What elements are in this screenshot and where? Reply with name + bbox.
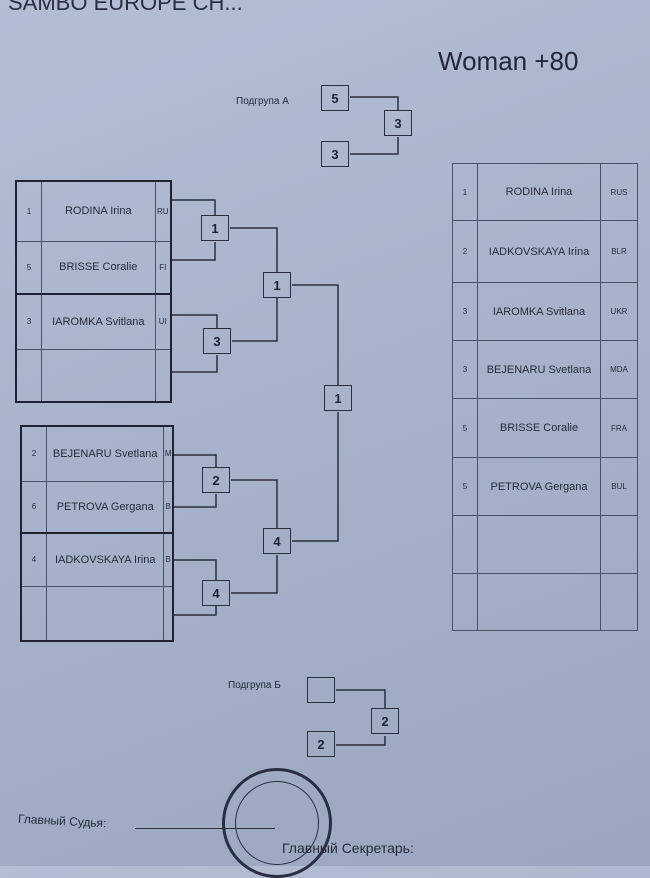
- athlete-name: IAROMKA Svitlana: [41, 293, 156, 350]
- country: [600, 573, 638, 631]
- country: BLR: [600, 220, 638, 283]
- athlete-name: [477, 515, 601, 574]
- athlete-name: RODINA Irina: [477, 163, 601, 221]
- country: B: [163, 480, 174, 534]
- athlete-name: BEJENARU Svetlana: [477, 340, 601, 399]
- place: 3: [452, 282, 478, 341]
- seed: 3: [15, 293, 42, 350]
- subgroup-a-top: 5: [321, 85, 349, 111]
- athlete-name: IADKOVSKAYA Irina: [45, 532, 165, 587]
- athlete-name: RODINA Irina: [41, 180, 156, 242]
- place: [452, 573, 478, 631]
- place: 2: [452, 220, 478, 283]
- athlete-name: BEJENARU Svetlana: [45, 425, 165, 482]
- place: 1: [452, 163, 478, 221]
- bout-winner: 4: [263, 528, 291, 554]
- subgroup-b-winner: 2: [371, 708, 399, 734]
- country: BUL: [600, 457, 638, 516]
- draw-row: [15, 348, 172, 403]
- final-winner: 1: [324, 385, 352, 411]
- country: [600, 515, 638, 574]
- bout-winner: 2: [202, 467, 230, 493]
- seed: 1: [15, 180, 42, 242]
- federation-stamp: [222, 768, 332, 878]
- athlete-name: [41, 348, 156, 403]
- chief-secretary-label: Главный Секретарь:: [282, 840, 414, 856]
- athlete-name: PETROVA Gergana: [477, 457, 601, 516]
- bout-winner: 4: [202, 580, 230, 606]
- draw-row: [20, 585, 174, 642]
- country: FRA: [600, 398, 638, 458]
- subgroup-a-label: Подгрупа А: [236, 96, 289, 107]
- athlete-name: PETROVA Gergana: [45, 480, 165, 534]
- results-row: [452, 573, 638, 631]
- seed: 2: [20, 425, 47, 482]
- country: [163, 585, 174, 642]
- country: FI: [154, 240, 172, 295]
- chief-judge-signature-line: [135, 828, 275, 829]
- athlete-name: IAROMKA Svitlana: [477, 282, 601, 341]
- seed: 6: [20, 480, 47, 534]
- country: RUS: [600, 163, 638, 221]
- seed: [20, 585, 47, 642]
- athlete-name: [45, 585, 165, 642]
- results-row: [452, 515, 638, 574]
- seed: 4: [20, 532, 47, 587]
- bout-winner: 1: [201, 215, 229, 241]
- country: UKR: [600, 282, 638, 341]
- athlete-name: BRISSE Coralie: [41, 240, 156, 295]
- bout-winner: 3: [203, 328, 231, 354]
- subgroup-b-bottom: 2: [307, 731, 335, 757]
- country: M: [163, 425, 174, 482]
- country: [154, 348, 172, 403]
- seed: 5: [15, 240, 42, 295]
- place: 5: [452, 398, 478, 458]
- place: [452, 515, 478, 574]
- subgroup-a-bottom: 3: [321, 141, 349, 167]
- country: MDA: [600, 340, 638, 399]
- subgroup-b-label: Подгрупа Б: [228, 680, 281, 691]
- subgroup-b-top: [307, 677, 335, 703]
- seed: [15, 348, 42, 403]
- country: B: [163, 532, 174, 587]
- weight-category: Woman +80: [438, 46, 579, 76]
- document-title: SAMBO EUROPE CH...: [8, 0, 243, 15]
- athlete-name: IADKOVSKAYA Irina: [477, 220, 601, 283]
- place: 3: [452, 340, 478, 399]
- place: 5: [452, 457, 478, 516]
- subgroup-a-winner: 3: [384, 110, 412, 136]
- bout-winner: 1: [263, 272, 291, 298]
- country: RU: [154, 180, 172, 242]
- athlete-name: [477, 573, 601, 631]
- country: UI: [154, 293, 172, 350]
- athlete-name: BRISSE Coralie: [477, 398, 601, 458]
